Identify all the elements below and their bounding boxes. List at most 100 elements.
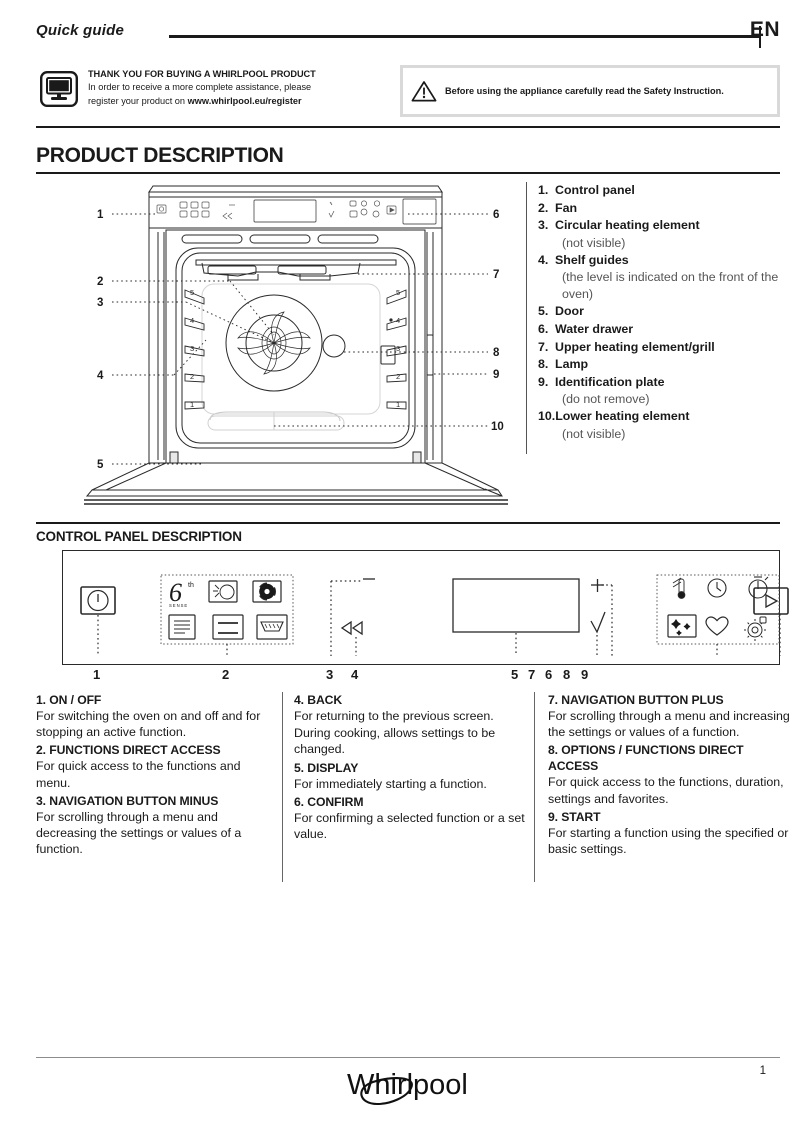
description-body: For quick access to the functions and me… (36, 759, 241, 790)
legend-item-label: Shelf guides (555, 252, 629, 267)
display-screen (452, 578, 580, 633)
callout-7: 7 (493, 269, 499, 281)
description-heading: 9. START (548, 809, 601, 824)
shelf-level-right-4: 4 (396, 316, 400, 325)
callout-1: 1 (97, 209, 104, 221)
legend-item-label: Upper heating element/grill (555, 339, 715, 354)
menu-list-icon (168, 614, 196, 640)
legend-item-label: Identification plate (555, 374, 665, 389)
cp-callout-9: 9 (581, 667, 589, 682)
cp-callout-3: 3 (326, 667, 334, 682)
page-number: 1 (759, 1065, 766, 1077)
description-body: During cooking, allows settings to be ch… (294, 726, 496, 757)
legend-item-number: 1. (538, 183, 549, 197)
thank-you-block: THANK YOU FOR BUYING A WHIRLPOOL PRODUCT… (88, 68, 418, 108)
description-body: For scrolling through a menu and increas… (548, 709, 790, 740)
description-heading: 8. OPTIONS / FUNCTIONS DIRECT ACCESS (548, 743, 744, 774)
legend-item: 5.Door (538, 303, 780, 321)
legend-item-number: 3. (538, 218, 549, 233)
footer-divider (36, 1057, 780, 1058)
legend-item: 4.Shelf guides(the level is indicated on… (538, 252, 780, 304)
divider-top (36, 126, 780, 128)
intro-row: THANK YOU FOR BUYING A WHIRLPOOL PRODUCT… (36, 65, 780, 120)
legend-item-sublabel: (not visible) (562, 426, 626, 441)
cp-callout-8: 8 (563, 667, 571, 682)
description-heading: 1. ON / OFF (36, 693, 102, 707)
description-heading: 6. CONFIRM (294, 794, 364, 809)
shelf-level-right-1: 1 (396, 400, 400, 409)
description-column-3: 7. NAVIGATION BUTTON PLUS For scrolling t… (540, 690, 790, 858)
control-panel-heading: CONTROL PANEL DESCRIPTION (36, 529, 242, 544)
page-header: Quick guide EN (36, 18, 780, 50)
safety-warning-text: Before using the appliance carefully rea… (445, 85, 724, 96)
legend-item-label: Fan (555, 200, 578, 215)
register-prefix: register your product on (88, 95, 188, 106)
legend-item-main: 9.Identification plate (538, 374, 780, 392)
legend-item-label: Circular heating element (555, 218, 700, 233)
description-heading: 3. NAVIGATION BUTTON MINUS (36, 793, 219, 808)
callout-9: 9 (493, 369, 499, 381)
callout-4: 4 (97, 370, 104, 382)
cp-callout-1: 1 (93, 667, 101, 682)
cp-callout-2: 2 (222, 667, 230, 682)
svg-text:6: 6 (169, 578, 182, 607)
legend-item-main: 6.Water drawer (538, 321, 780, 339)
thank-you-line1: In order to receive a more complete assi… (88, 82, 312, 92)
callout-6: 6 (493, 209, 499, 221)
legend-item: 8.Lamp (538, 356, 780, 374)
product-description-rule (36, 172, 780, 174)
legend-item-main: 4.Shelf guides (538, 252, 780, 270)
clock-icon (707, 578, 727, 598)
shelf-level-left-5: 5 (190, 288, 194, 297)
settings-gear-icon (744, 616, 767, 641)
shelf-level-left-3: 3 (190, 344, 194, 353)
divider-middle (36, 522, 780, 524)
callout-3: 3 (97, 297, 103, 309)
description-body: For starting a function using the specif… (548, 825, 789, 857)
legend-item-number: 5. (538, 304, 549, 319)
legend-item: 10.Lower heating element(not visible) (538, 408, 780, 443)
monitor-icon (40, 71, 78, 107)
power-on-off-icon (80, 586, 116, 615)
legend-item-sublabel: (the level is indicated on the front of … (562, 270, 779, 302)
shelf-level-left-1: 1 (190, 400, 194, 409)
description-heading: 7. NAVIGATION BUTTON PLUS (548, 693, 724, 707)
safety-warning-box: Before using the appliance carefully rea… (400, 65, 780, 117)
legend-item-main: 2.Fan (538, 200, 780, 218)
defrost-fan-icon (208, 580, 238, 603)
callout-8: 8 (493, 347, 500, 359)
description-column-1: 1. ON / OFF For switching the oven on and… (36, 690, 274, 858)
legend-item-main: 7.Upper heating element/grill (538, 339, 780, 357)
legend-item: 9.Identification plate(do not remove) (538, 374, 780, 409)
legend-item-number: 8. (538, 357, 549, 372)
legend-item-label: Water drawer (555, 321, 634, 336)
svg-text:th: th (188, 582, 194, 589)
header-rule (169, 35, 761, 38)
legend-item-sublabel: (do not remove) (562, 392, 650, 407)
start-play-button (753, 587, 789, 615)
language-code: EN (749, 18, 780, 41)
confirm-check-icon (590, 611, 606, 634)
legend-item-main: 8.Lamp (538, 356, 780, 374)
heart-favorites-icon (705, 616, 729, 636)
back-rewind-icon (340, 620, 363, 636)
description-body: For returning to the previous screen. (294, 709, 494, 723)
cp-callout-4: 4 (351, 667, 359, 682)
legend-item: 3.Circular heating element(not visible) (538, 217, 780, 252)
callout-5: 5 (97, 459, 104, 471)
legend-item-number: 10. (538, 409, 556, 424)
legend-item-main: 1. Control panel (538, 182, 780, 200)
legend-divider (526, 182, 527, 454)
column-divider-2 (534, 692, 535, 882)
description-heading: 2. FUNCTIONS DIRECT ACCESS (36, 743, 221, 758)
header-rule-tick (759, 26, 761, 48)
forced-air-fan-icon (252, 580, 282, 603)
cp-callout-6: 6 (545, 667, 553, 682)
legend-item-label: Control panel (555, 183, 635, 197)
description-body: For switching the oven on and off and fo… (36, 709, 261, 740)
callout-2: 2 (97, 276, 103, 288)
